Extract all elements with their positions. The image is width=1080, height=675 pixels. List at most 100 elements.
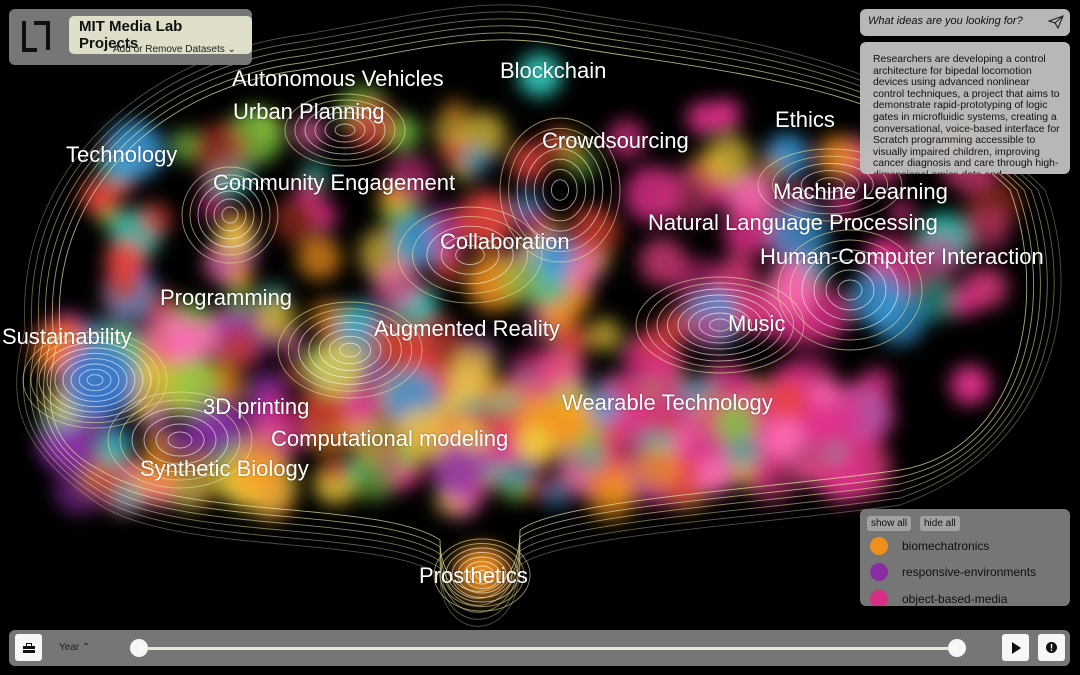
project-blob[interactable] xyxy=(767,380,806,419)
project-blob[interactable] xyxy=(224,283,257,317)
project-blob[interactable] xyxy=(169,129,203,163)
project-blob[interactable] xyxy=(473,407,501,435)
year-range-slider[interactable] xyxy=(140,647,957,650)
project-blob[interactable] xyxy=(950,365,990,405)
project-blob[interactable] xyxy=(38,418,92,472)
topic-label[interactable]: Prosthetics xyxy=(419,563,528,588)
toolbox-button[interactable] xyxy=(15,634,42,661)
project-blob[interactable] xyxy=(405,315,464,374)
range-end-handle[interactable] xyxy=(948,639,966,657)
topic-label[interactable]: 3D printing xyxy=(203,394,310,419)
project-blob[interactable] xyxy=(227,437,285,495)
project-blob[interactable] xyxy=(558,324,589,355)
project-blob[interactable] xyxy=(245,398,271,423)
topic-label[interactable]: Programming xyxy=(160,285,293,310)
project-blob[interactable] xyxy=(709,99,741,131)
project-blob[interactable] xyxy=(112,479,144,511)
project-blob[interactable] xyxy=(965,206,1011,252)
project-blob[interactable] xyxy=(634,444,681,491)
project-blob[interactable] xyxy=(297,235,342,280)
project-blob[interactable] xyxy=(798,447,836,485)
project-blob[interactable] xyxy=(460,144,492,175)
topic-label[interactable]: Synthetic Biology xyxy=(140,456,309,481)
project-blob[interactable] xyxy=(585,469,637,521)
project-blob[interactable] xyxy=(687,307,727,347)
project-blob[interactable] xyxy=(349,456,395,502)
project-blob[interactable] xyxy=(696,456,735,495)
project-blob[interactable] xyxy=(322,457,348,483)
search-input[interactable] xyxy=(866,14,1050,28)
project-blob[interactable] xyxy=(518,53,562,97)
topic-label[interactable]: Music xyxy=(728,311,786,336)
topic-label[interactable]: Machine Learning xyxy=(773,179,948,204)
project-blob[interactable] xyxy=(217,327,261,371)
project-blob[interactable] xyxy=(379,184,405,210)
project-blob[interactable] xyxy=(597,413,648,464)
project-blob[interactable] xyxy=(82,179,118,215)
project-blob[interactable] xyxy=(889,200,914,225)
project-blob[interactable] xyxy=(199,194,225,220)
topic-label[interactable]: Crowdsourcing xyxy=(542,128,689,153)
project-blob[interactable] xyxy=(750,460,778,489)
project-blob[interactable] xyxy=(397,407,447,456)
project-blob[interactable] xyxy=(214,371,246,403)
project-blob[interactable] xyxy=(607,119,646,158)
project-blob[interactable] xyxy=(448,343,497,391)
project-blob[interactable] xyxy=(518,208,547,237)
project-blob[interactable] xyxy=(647,352,685,390)
project-blob[interactable] xyxy=(764,417,806,460)
project-blob[interactable] xyxy=(803,257,829,284)
project-blob[interactable] xyxy=(541,127,571,158)
project-blob[interactable] xyxy=(587,317,622,352)
project-blob[interactable] xyxy=(372,260,422,310)
hide-all-button[interactable]: hide all xyxy=(920,516,960,531)
project-blob[interactable] xyxy=(836,387,896,447)
play-button[interactable] xyxy=(1002,634,1029,661)
topic-label[interactable]: Technology xyxy=(66,142,178,167)
project-blob[interactable] xyxy=(704,135,753,183)
topic-label[interactable]: Urban Planning xyxy=(233,99,385,124)
legend-item-object-based-media[interactable]: object-based-media xyxy=(870,589,1007,606)
legend-item-biomechatronics[interactable]: biomechatronics xyxy=(870,536,989,556)
legend-item-responsive-environments[interactable]: responsive-environments xyxy=(870,562,1036,582)
project-blob[interactable] xyxy=(348,391,379,423)
topic-label[interactable]: Sustainability xyxy=(2,324,132,349)
project-blob[interactable] xyxy=(141,308,195,362)
project-blob[interactable] xyxy=(499,259,545,305)
project-blob[interactable] xyxy=(730,306,755,331)
project-blob[interactable] xyxy=(568,206,620,258)
project-blob[interactable] xyxy=(442,98,469,125)
topic-label[interactable]: Natural Language Processing xyxy=(648,210,938,235)
project-blob[interactable] xyxy=(96,434,130,468)
project-blob[interactable] xyxy=(456,546,508,598)
project-blob[interactable] xyxy=(227,261,254,289)
project-blob[interactable] xyxy=(432,252,463,284)
project-blob[interactable] xyxy=(948,286,980,318)
project-blob[interactable] xyxy=(105,240,145,280)
project-blob[interactable] xyxy=(715,402,757,445)
project-blob[interactable] xyxy=(769,203,829,263)
project-blob[interactable] xyxy=(660,165,719,224)
project-blob[interactable] xyxy=(580,446,607,472)
project-blob[interactable] xyxy=(639,237,687,286)
project-blob[interactable] xyxy=(507,348,561,402)
project-blob[interactable] xyxy=(137,202,172,237)
topic-label[interactable]: Ethics xyxy=(775,107,835,132)
project-blob[interactable] xyxy=(849,270,906,327)
project-blob[interactable] xyxy=(865,236,901,272)
project-blob[interactable] xyxy=(543,482,570,509)
project-blob[interactable] xyxy=(431,444,487,499)
info-button[interactable] xyxy=(1038,634,1065,661)
project-blob[interactable] xyxy=(167,426,196,455)
datasets-dropdown[interactable]: Add or Remove Datasets ⌄ xyxy=(113,44,236,55)
topic-label[interactable]: Community Engagement xyxy=(213,170,456,195)
project-blob[interactable] xyxy=(105,121,164,180)
project-blob[interactable] xyxy=(517,426,554,463)
show-all-button[interactable]: show all xyxy=(867,516,912,531)
topic-label[interactable]: Augmented Reality xyxy=(374,316,560,341)
project-blob[interactable] xyxy=(722,205,770,253)
project-blob[interactable] xyxy=(272,197,320,244)
topic-label[interactable]: Blockchain xyxy=(500,58,607,83)
project-blob[interactable] xyxy=(629,394,661,426)
topic-label[interactable]: Wearable Technology xyxy=(562,390,773,415)
